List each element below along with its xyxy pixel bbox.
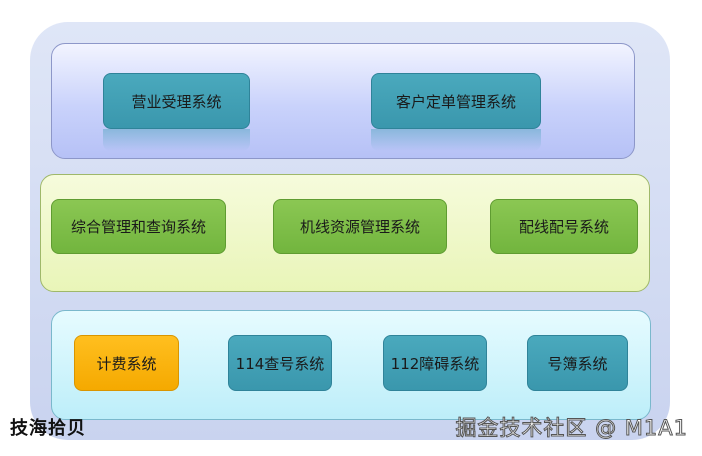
line-resource-management-system-box: 机线资源管理系统: [273, 199, 447, 254]
watermark-left: 技海拾贝: [10, 418, 86, 439]
business-acceptance-system-box: 营业受理系统: [103, 73, 250, 129]
fault-112-system-box: 112障碍系统: [383, 335, 487, 391]
phone-book-system-box: 号簿系统: [527, 335, 628, 391]
watermark-right: 掘金技术社区 @ M1A1: [455, 416, 688, 441]
integrated-management-query-system-box: 综合管理和查询系统: [51, 199, 226, 254]
wiring-number-allocation-system-box: 配线配号系统: [490, 199, 638, 254]
billing-system-box: 计费系统: [74, 335, 179, 391]
box-reflection: [103, 129, 250, 151]
box-reflection: [371, 129, 541, 151]
directory-inquiry-114-system-box: 114查号系统: [228, 335, 332, 391]
customer-order-management-system-box: 客户定单管理系统: [371, 73, 541, 129]
